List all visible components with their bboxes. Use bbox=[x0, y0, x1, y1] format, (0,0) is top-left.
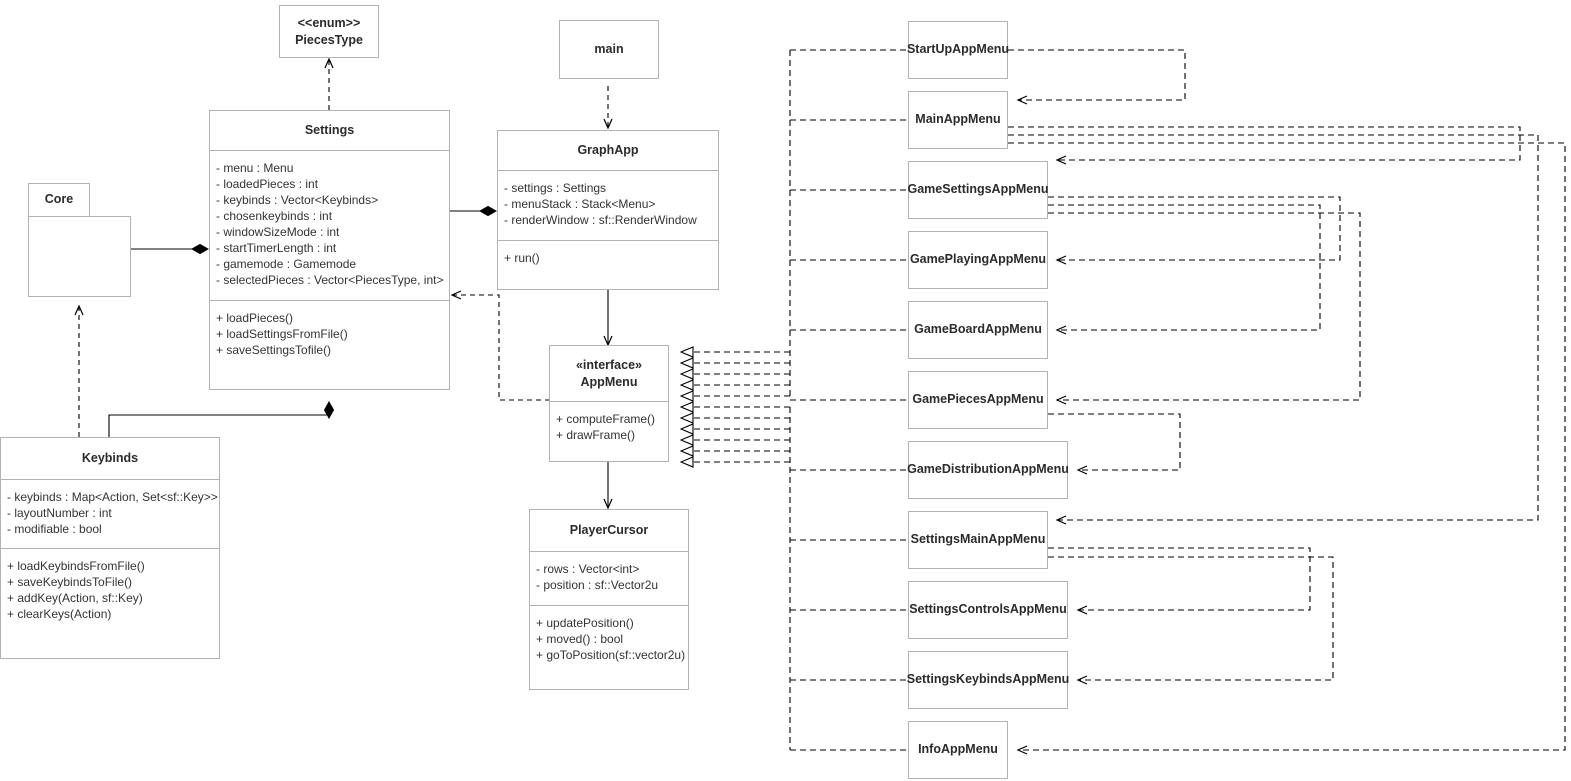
dep-main-to-info bbox=[1008, 142, 1566, 755]
appmenu-header: «interface» AppMenu bbox=[550, 346, 668, 402]
piecestype-labels: <<enum>> PiecesType bbox=[295, 15, 363, 48]
dep-gamesettings-to-gameboard bbox=[1048, 204, 1321, 335]
class-node-settings[interactable]: Settings - menu : Menu - loadedPieces : … bbox=[209, 110, 450, 390]
appmenu-stereotype: «interface» bbox=[575, 358, 642, 373]
playercursor-op: + updatePosition() bbox=[536, 616, 634, 630]
keybinds-op: + clearKeys(Action) bbox=[7, 607, 112, 621]
class-node-appmenu[interactable]: «interface» AppMenu + computeFrame() + d… bbox=[549, 345, 669, 462]
appmenu-op: + computeFrame() bbox=[556, 412, 656, 426]
graphapp-attr: - settings : Settings bbox=[504, 181, 607, 195]
dep-gamesettings-to-gamepieces bbox=[1048, 212, 1361, 405]
settings-op: + loadSettingsFromFile() bbox=[216, 327, 348, 341]
keybinds-attr: - layoutNumber : int bbox=[7, 506, 112, 520]
settings-attr: - selectedPieces : Vector<PiecesType, in… bbox=[216, 273, 444, 287]
playercursor-op: + moved() : bool bbox=[536, 632, 624, 646]
menu-class-label: SettingsMainAppMenu bbox=[910, 532, 1046, 547]
settings-attr: - gamemode : Gamemode bbox=[216, 257, 357, 271]
class-node-gamedistributionappmenu[interactable]: GameDistributionAppMenu bbox=[907, 441, 1069, 499]
dep-main-to-settingsmain bbox=[1008, 134, 1539, 525]
class-node-settingscontrolsappmenu[interactable]: SettingsControlsAppMenu bbox=[908, 581, 1068, 639]
edge-keybinds-settings-composition bbox=[108, 402, 329, 437]
appmenu-name: AppMenu bbox=[580, 374, 638, 389]
menu-class-label: SettingsKeybindsAppMenu bbox=[906, 672, 1070, 687]
menu-class-label: GamePiecesAppMenu bbox=[912, 392, 1044, 407]
class-node-gameboardappmenu[interactable]: GameBoardAppMenu bbox=[908, 301, 1048, 359]
dep-settingsmain-to-settingscontrols bbox=[1048, 547, 1311, 615]
main-name: main bbox=[594, 41, 624, 56]
appmenu-operations: + computeFrame() + drawFrame() bbox=[550, 402, 668, 451]
class-node-keybinds[interactable]: Keybinds - keybinds : Map<Action, Set<sf… bbox=[0, 437, 220, 659]
playercursor-attr: - position : sf::Vector2u bbox=[536, 578, 659, 592]
graphapp-op: + run() bbox=[504, 251, 540, 265]
class-node-graphapp[interactable]: GraphApp - settings : Settings - menuSta… bbox=[497, 130, 719, 290]
settings-op: + loadPieces() bbox=[216, 311, 294, 325]
menu-class-label: StartUpAppMenu bbox=[906, 42, 1010, 57]
graphapp-name: GraphApp bbox=[577, 142, 639, 157]
keybinds-op: + saveKeybindsToFile() bbox=[7, 575, 133, 589]
keybinds-header: Keybinds bbox=[1, 438, 219, 480]
dep-settingsmain-to-settingskeybinds bbox=[1048, 556, 1334, 685]
keybinds-attributes: - keybinds : Map<Action, Set<sf::Key>> -… bbox=[1, 480, 219, 549]
playercursor-attributes: - rows : Vector<int> - position : sf::Ve… bbox=[530, 552, 688, 606]
class-node-startupappmenu[interactable]: StartUpAppMenu bbox=[907, 21, 1009, 79]
appmenu-op: + drawFrame() bbox=[556, 428, 636, 442]
graphapp-attr: - menuStack : Stack<Menu> bbox=[504, 197, 656, 211]
core-name: Core bbox=[44, 192, 74, 207]
piecestype-name: PiecesType bbox=[295, 32, 363, 47]
class-node-gamesettingsappmenu[interactable]: GameSettingsAppMenu bbox=[908, 161, 1049, 219]
settings-name: Settings bbox=[304, 122, 355, 137]
playercursor-operations: + updatePosition() + moved() : bool + go… bbox=[530, 606, 688, 671]
class-node-playercursor[interactable]: PlayerCursor - rows : Vector<int> - posi… bbox=[529, 509, 689, 690]
menu-class-label: SettingsControlsAppMenu bbox=[909, 602, 1067, 617]
piecestype-stereotype: <<enum>> bbox=[297, 16, 361, 31]
menu-class-label: MainAppMenu bbox=[915, 112, 1001, 127]
menu-class-label: GamePlayingAppMenu bbox=[909, 252, 1047, 267]
graphapp-header: GraphApp bbox=[498, 131, 718, 171]
settings-attr: - windowSizeMode : int bbox=[216, 225, 340, 239]
settings-attr: - loadedPieces : int bbox=[216, 177, 319, 191]
menu-class-label: InfoAppMenu bbox=[918, 742, 998, 757]
settings-attributes: - menu : Menu - loadedPieces : int - key… bbox=[210, 151, 449, 301]
package-node-core-tab[interactable]: Core bbox=[28, 183, 90, 217]
settings-header: Settings bbox=[210, 111, 449, 151]
playercursor-header: PlayerCursor bbox=[530, 510, 688, 552]
keybinds-op: + addKey(Action, sf::Key) bbox=[7, 591, 143, 605]
dep-gamesettings-to-gameplaying bbox=[1048, 196, 1341, 265]
settings-attr: - startTimerLength : int bbox=[216, 241, 337, 255]
class-node-settingskeybindsappmenu[interactable]: SettingsKeybindsAppMenu bbox=[907, 651, 1069, 709]
playercursor-attr: - rows : Vector<int> bbox=[536, 562, 640, 576]
keybinds-attr: - modifiable : bool bbox=[7, 522, 102, 536]
class-node-gameplayingappmenu[interactable]: GamePlayingAppMenu bbox=[908, 231, 1048, 289]
class-node-piecestype[interactable]: <<enum>> PiecesType bbox=[279, 5, 379, 58]
settings-op: + saveSettingsTofile() bbox=[216, 343, 332, 357]
settings-attr: - chosenkeybinds : int bbox=[216, 209, 333, 223]
dep-startup-to-main bbox=[1008, 49, 1186, 105]
class-node-infoappmenu[interactable]: InfoAppMenu bbox=[908, 721, 1008, 779]
keybinds-op: + loadKeybindsFromFile() bbox=[7, 559, 145, 573]
graphapp-attr: - renderWindow : sf::RenderWindow bbox=[504, 213, 697, 227]
keybinds-operations: + loadKeybindsFromFile() + saveKeybindsT… bbox=[1, 549, 219, 630]
graphapp-attributes: - settings : Settings - menuStack : Stac… bbox=[498, 171, 718, 241]
class-node-settingsmainappmenu[interactable]: SettingsMainAppMenu bbox=[908, 511, 1048, 569]
playercursor-op: + goToPosition(sf::vector2u) bbox=[536, 648, 686, 662]
menu-class-label: GameBoardAppMenu bbox=[914, 322, 1042, 337]
keybinds-attr: - keybinds : Map<Action, Set<sf::Key>> bbox=[7, 490, 218, 504]
playercursor-name: PlayerCursor bbox=[569, 522, 649, 537]
class-node-gamepiecesappmenu[interactable]: GamePiecesAppMenu bbox=[908, 371, 1048, 429]
package-node-core-body[interactable] bbox=[28, 216, 131, 297]
settings-attr: - menu : Menu bbox=[216, 161, 294, 175]
keybinds-name: Keybinds bbox=[81, 450, 139, 465]
settings-attr: - keybinds : Vector<Keybinds> bbox=[216, 193, 379, 207]
graphapp-operations: + run() bbox=[498, 241, 718, 274]
menu-class-label: GameDistributionAppMenu bbox=[907, 462, 1069, 477]
dep-main-to-gamesettings bbox=[1008, 126, 1521, 165]
class-node-mainappmenu[interactable]: MainAppMenu bbox=[908, 91, 1008, 149]
class-node-main[interactable]: main bbox=[559, 20, 659, 79]
menu-class-label: GameSettingsAppMenu bbox=[907, 182, 1049, 197]
settings-operations: + loadPieces() + loadSettingsFromFile() … bbox=[210, 301, 449, 366]
appmenu-labels: «interface» AppMenu bbox=[576, 357, 642, 390]
